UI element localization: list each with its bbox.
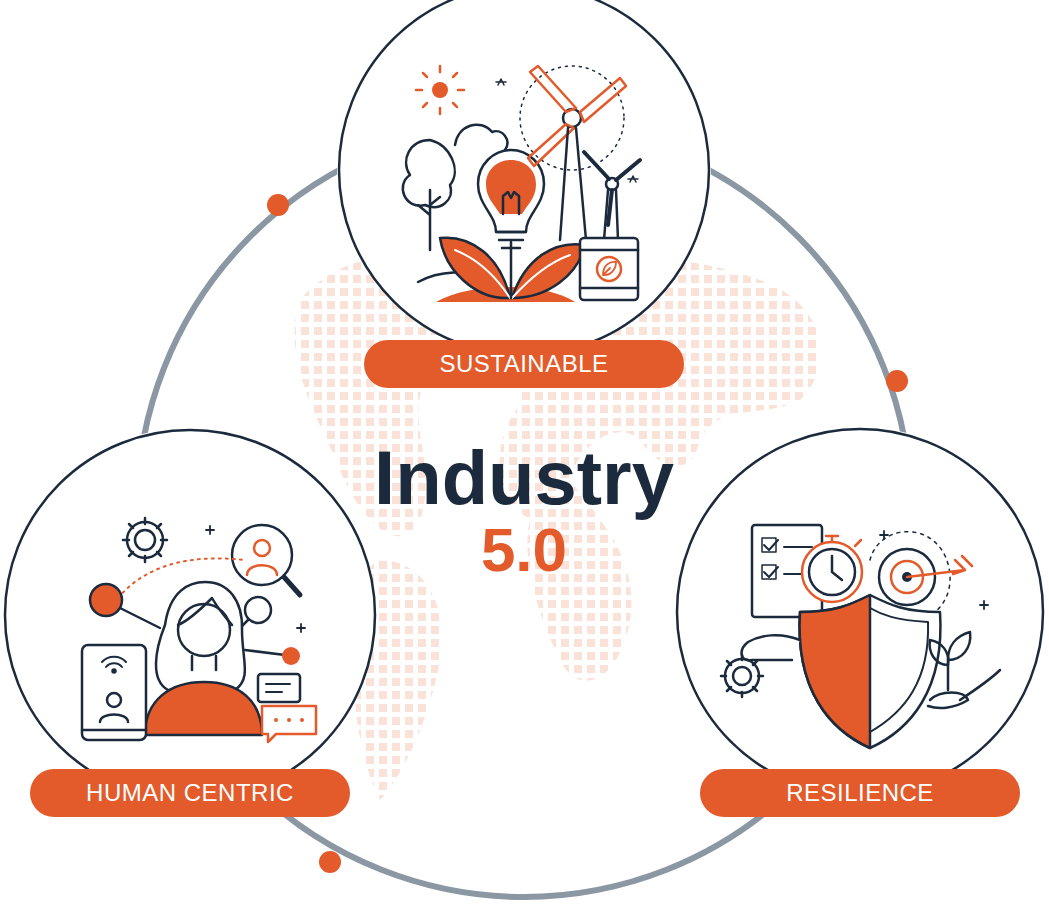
resilience-icon [880,531,888,539]
human-centric-icon [192,656,216,670]
sustainable-icon [403,140,455,207]
human-centric-icon [127,522,163,558]
sustainable-icon [520,66,624,170]
circle-fills [676,428,1044,796]
human-centric-icon [287,718,291,722]
human-centric-icon [107,693,121,707]
circle-fills [338,0,710,356]
human-centric-icon [245,597,271,623]
resilience-icon [733,667,751,685]
pillar-circle: RESILIENCE [676,428,1044,796]
sustainable-icon [503,192,519,214]
human-centric-icon [156,582,245,690]
sustainable-icon [497,232,525,248]
resilience-icon [928,670,1000,708]
human-centric-icon [102,657,126,667]
resilience-icon [721,525,1000,748]
circle-outline [338,0,710,356]
sustainable-icon [580,78,626,122]
sustainable-icon [455,250,570,298]
circle-fills [4,429,376,801]
resilience-icon [762,538,776,552]
human-centric-icon [300,718,304,722]
sustainable-icon [416,66,464,114]
circle-outline [4,429,376,801]
resilience-icon [802,542,862,602]
pillar-circle: HUMAN CENTRIC [4,429,376,801]
human-centric-icon [284,577,300,595]
human-centric-icon [258,674,300,702]
sustainable-icon [530,66,576,112]
resilience-icon [907,556,972,577]
hub-version: 5.0 [134,519,914,581]
sustainable-icon [403,66,640,302]
sustainable-icon [580,238,638,300]
human-centric-icon [113,670,116,673]
sustainable-icon [478,150,544,232]
human-centric-icon [266,684,290,692]
resilience-icon [721,655,763,697]
resilience-icon [855,540,861,546]
pillar-label: RESILIENCE [700,769,1020,817]
human-centric-icon [206,526,214,534]
sustainable-icon [496,79,506,85]
sustainable-icon [486,160,536,214]
human-centric-icon [247,565,277,575]
sustainable-icon [510,242,513,298]
resilience-icon [762,565,776,579]
circle-outline [676,428,1044,796]
sustainable-icon [603,262,616,275]
pillar-label: SUSTAINABLE [364,340,684,388]
human-centric-icon [82,645,146,740]
human-centric-icon [282,647,300,665]
sustainable-icon [584,152,640,225]
human-centric-icon [274,718,278,722]
ring-dot [267,194,289,216]
sustainable-icon [597,257,621,281]
sustainable-icon [512,244,585,298]
resilience-icon [832,556,842,580]
sustainable-icon [628,176,638,182]
sustainable-icon [580,250,638,288]
human-centric-icon [123,518,167,562]
pillar-ring [339,0,709,355]
human-centric-icon [90,584,122,616]
hub-title: Industry [134,440,914,516]
pillar-ring [677,429,1043,795]
ring-dot [319,851,341,873]
human-centric-icon [100,715,128,723]
resilience-icon [930,640,949,665]
resilience-icon [800,595,870,748]
resilience-icon [948,632,970,660]
resilience-icon [742,635,800,660]
resilience-icon [980,601,988,609]
sustainable-icon [560,128,586,240]
human-centric-icon [82,729,146,732]
sustainable-icon [418,190,440,250]
ring-dot [886,370,908,392]
sustainable-icon [604,190,618,240]
sustainable-icon [432,82,448,98]
resilience-icon [826,536,838,542]
pillar-label: HUMAN CENTRIC [30,769,350,817]
human-centric-icon [82,518,316,742]
human-centric-icon [254,540,270,556]
human-centric-icon [178,598,232,625]
pillar-circle: SUSTAINABLE [338,0,710,356]
sustainable-icon [440,238,510,298]
human-centric-icon [245,650,285,655]
pillar-ring [5,430,375,800]
resilience-icon [800,595,941,748]
resilience-icon [809,549,855,595]
human-centric-icon [262,706,316,742]
human-centric-icon [297,624,305,632]
